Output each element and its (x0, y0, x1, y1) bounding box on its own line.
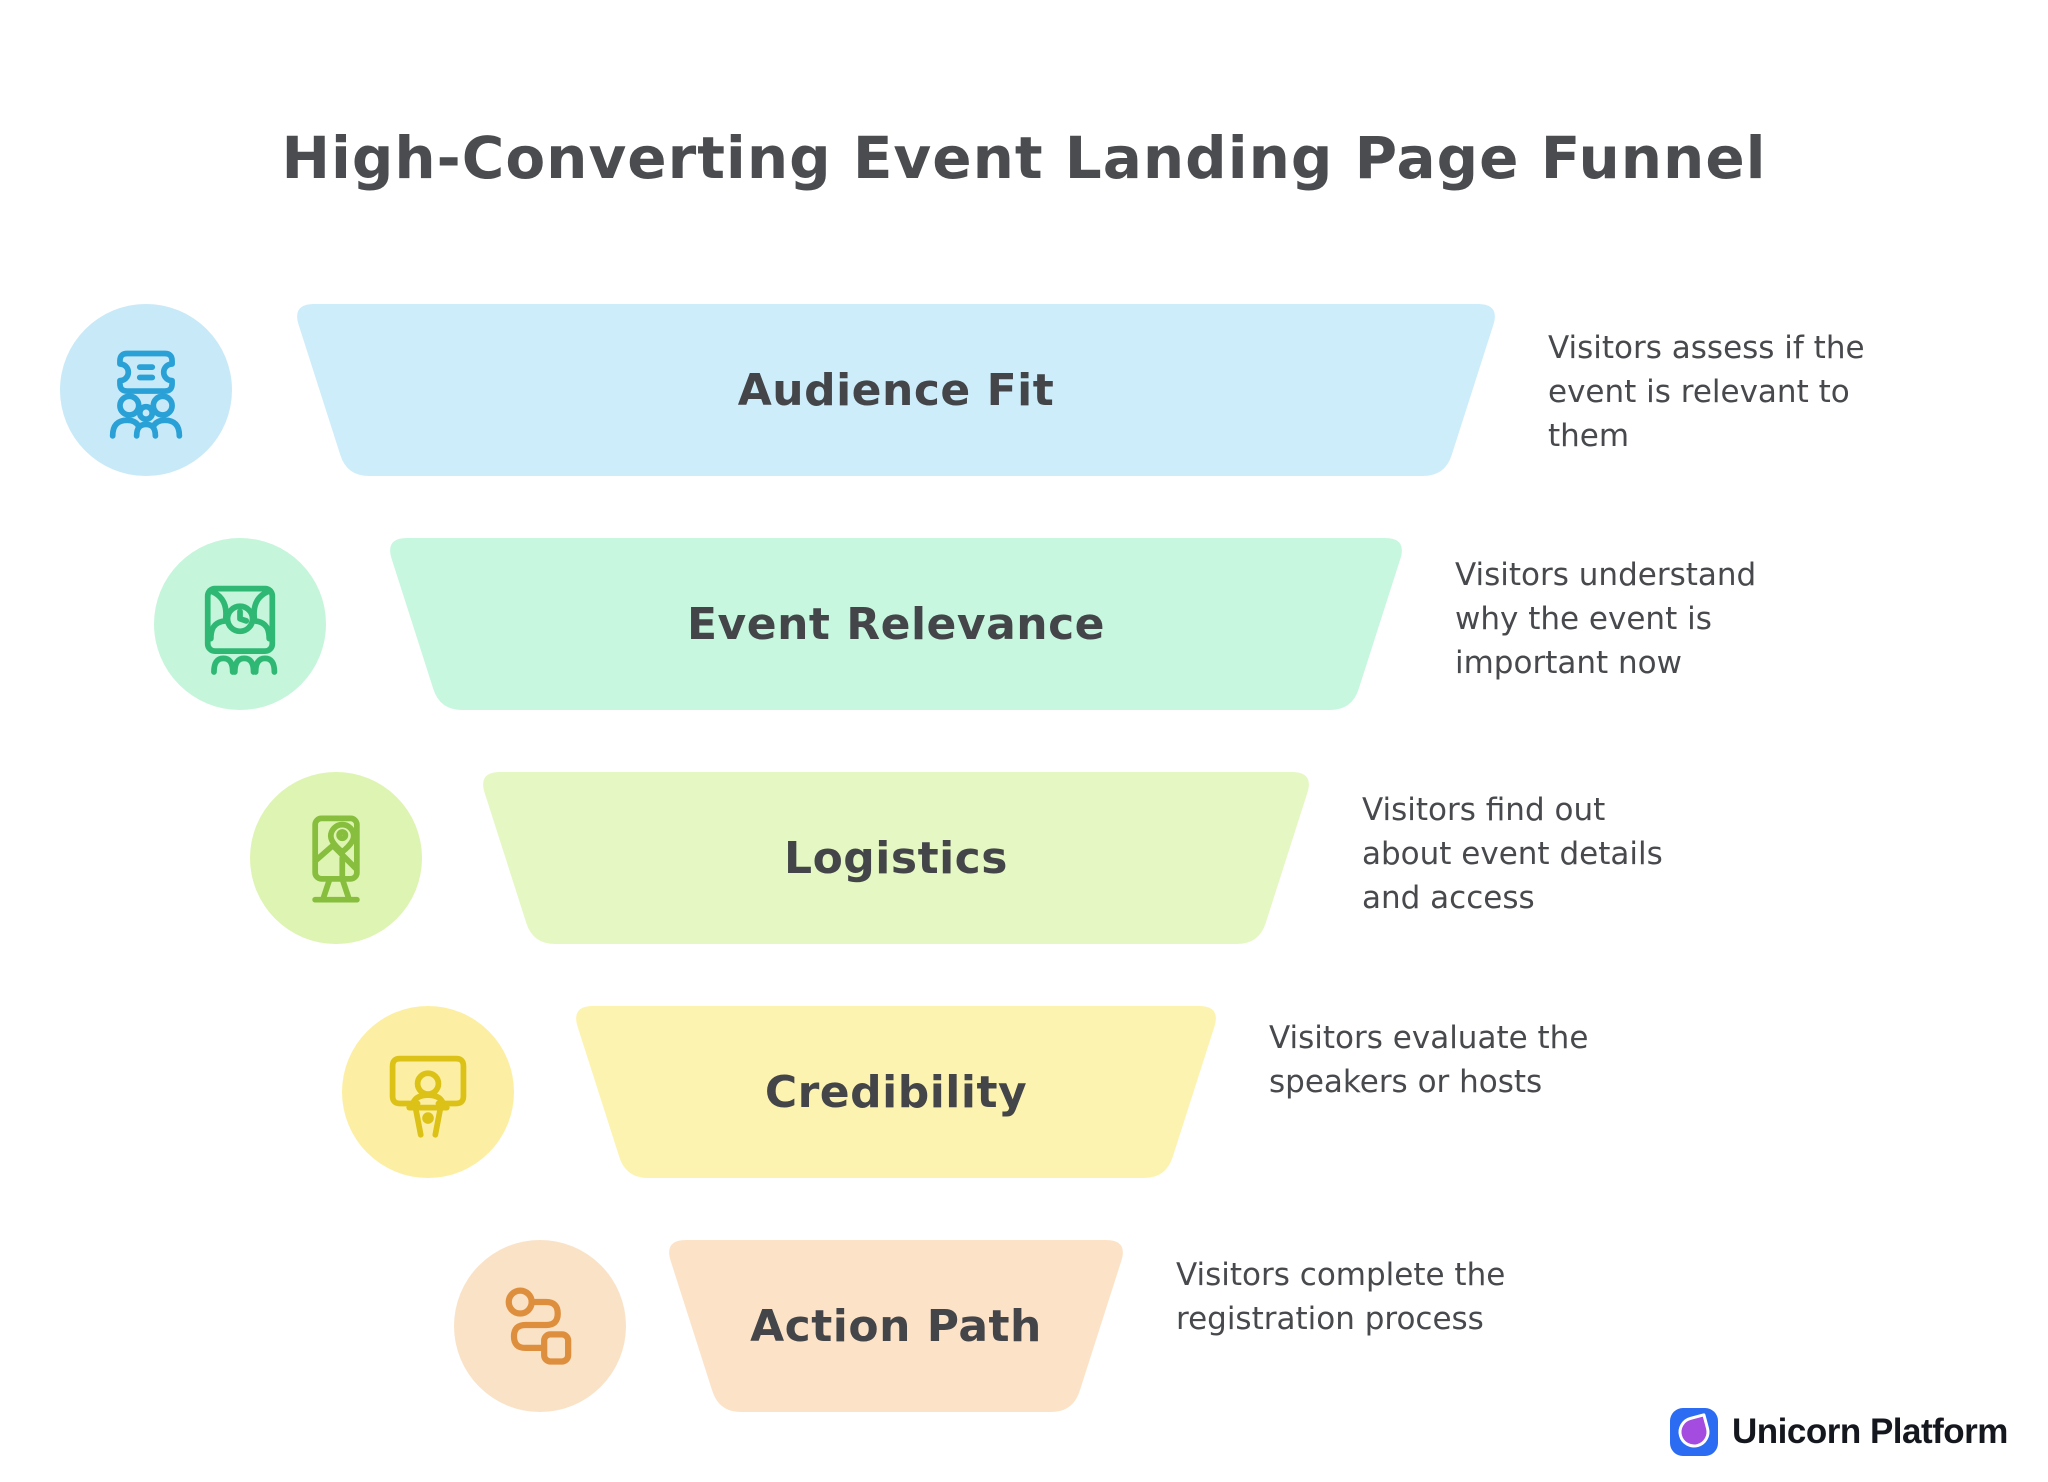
funnel-stage-audience-fit (297, 304, 1495, 476)
stage-label-event-relevance: Event Relevance (686, 598, 1106, 650)
stage-icon-badge (250, 772, 422, 944)
page-title: High-Converting Event Landing Page Funne… (281, 124, 1767, 192)
audience-tickets-icon (109, 350, 183, 439)
stage-description-logistics: Visitors find out about event details an… (1362, 792, 1663, 916)
unicorn-platform-icon (1670, 1408, 1718, 1456)
icon-circle (154, 538, 326, 710)
funnel-stage-logistics (483, 772, 1309, 944)
stage-description-audience-fit: Visitors assess if the event is relevant… (1548, 330, 1865, 454)
route-icon (505, 1287, 572, 1365)
stage-icon-badge (154, 538, 326, 710)
stage-description-event-relevance: Visitors understand why the event is imp… (1455, 557, 1757, 681)
stage-description-action-path: Visitors complete the registration proce… (1176, 1257, 1506, 1337)
stage-label-audience-fit: Audience Fit (737, 364, 1055, 416)
stage-icon-badge (342, 1006, 514, 1178)
theater-stage-icon (204, 585, 278, 675)
stage-icon-badge (60, 304, 232, 476)
unicorn-platform-logo[interactable]: Unicorn Platform (1670, 1408, 2008, 1456)
signboard-map-icon (312, 815, 360, 903)
funnel-stage-event-relevance (390, 538, 1402, 710)
icon-circle (250, 772, 422, 944)
stage-label-credibility: Credibility (764, 1066, 1028, 1118)
logo-text: Unicorn Platform (1732, 1412, 2008, 1451)
stage-label-logistics: Logistics (784, 832, 1008, 884)
stage-icon-badge (454, 1240, 626, 1412)
stage-description-credibility: Visitors evaluate the speakers or hosts (1269, 1020, 1589, 1100)
presentation-speaker-icon (389, 1055, 467, 1138)
stage-label-action-path: Action Path (750, 1300, 1042, 1352)
funnel-stage-credibility (576, 1006, 1216, 1178)
funnel-stage-action-path (669, 1240, 1123, 1412)
